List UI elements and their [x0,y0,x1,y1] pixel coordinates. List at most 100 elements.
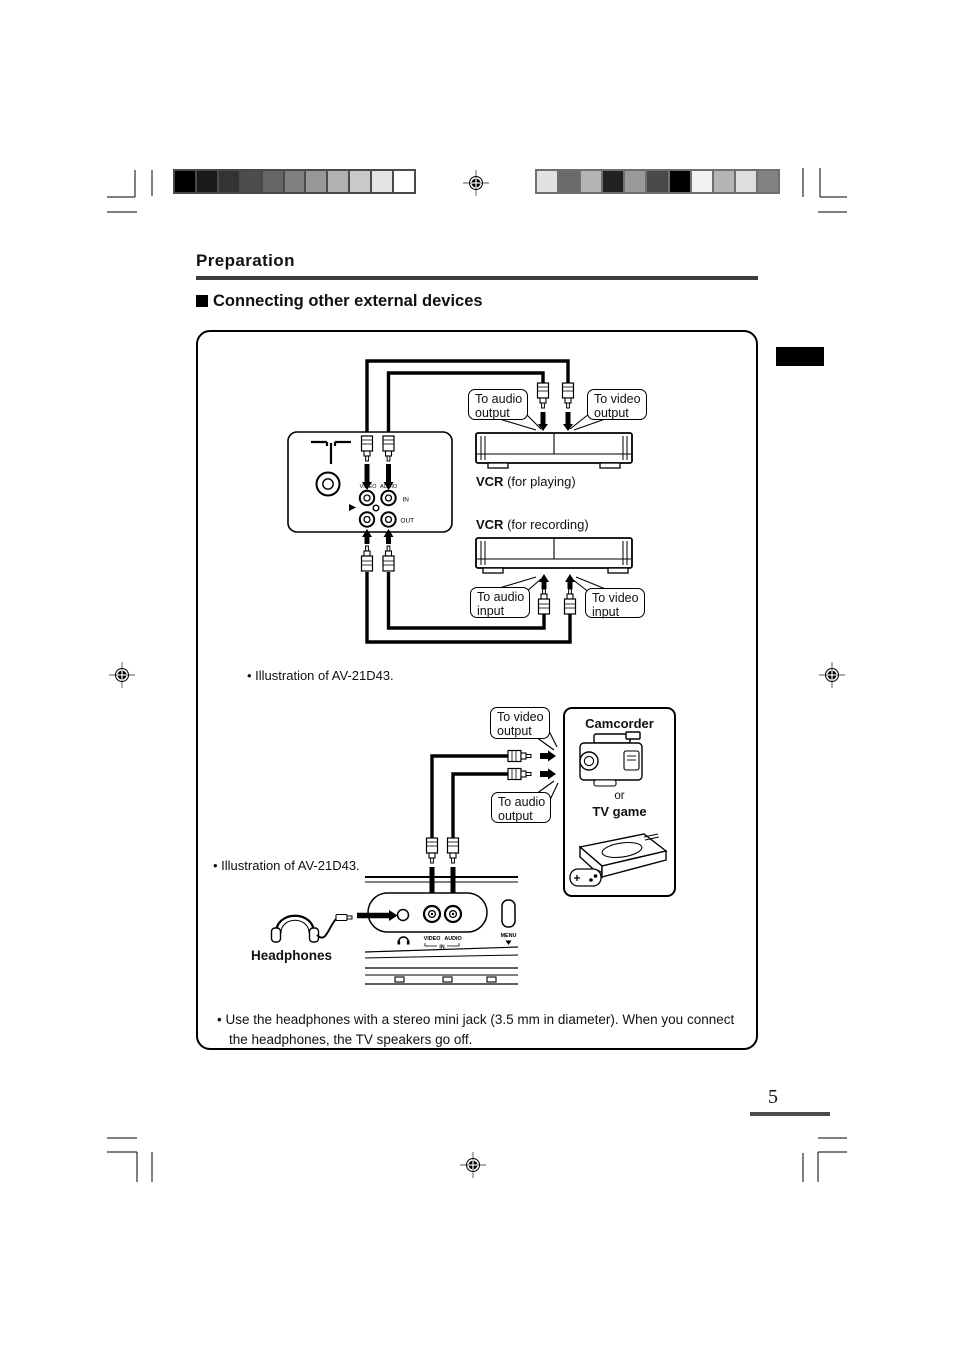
page-number: 5 [768,1086,778,1108]
down-arrows-tv-in [362,464,394,490]
callout-line: output [594,406,629,420]
vcr-recording-label: VCR (for recording) [476,517,589,532]
callout-line: output [497,724,532,738]
antenna-connector-inner [322,478,334,490]
callout-line: To video [594,392,641,406]
camcorder-tvgame-box [563,707,676,897]
vcr-playing-label: VCR (for playing) [476,474,576,489]
front-panel-in-label: IN [439,945,444,951]
calibration-swatch [394,171,414,192]
calibration-swatch [537,171,558,192]
up-arrows-tv-out [362,529,394,544]
footnote: • Use the headphones with a stereo mini … [217,1012,735,1047]
calibration-swatch [691,171,712,192]
calibration-swatch [625,171,646,192]
rca-plugs-tv-out [360,545,395,572]
rca-plugs-vcr-playing [536,382,575,409]
panel-arrow-icon [349,504,356,511]
calibration-swatch [647,171,668,192]
calibration-bar-left [173,169,416,194]
diagram-panel-border [196,330,758,1050]
antenna-connector-icon [315,471,341,497]
vcr-playing-bold: VCR [476,474,504,489]
vcr-playing-illustration [475,432,633,469]
callout-to-video-input: To video input [585,588,645,619]
back-panel-jacks [358,489,397,528]
vcr-recording-bold: VCR [476,517,504,532]
camcorder-label: Camcorder [585,716,654,731]
calibration-swatch [757,171,779,192]
illustration-note-1: • Illustration of AV-21D43. [247,668,394,683]
calibration-swatch [713,171,734,192]
headphone-arrow [357,910,398,921]
callout-to-audio-input: To audio input [470,587,530,618]
tv-front-panel: VIDEO AUDIO IN MENU [364,876,519,985]
section-index-tab [776,347,824,366]
rca-plugs-vcr-recording [537,588,577,615]
callout-to-audio-output-2: To audio output [491,792,551,823]
calibration-swatch [284,171,305,192]
page-number-bar [750,1112,830,1116]
section-underline [196,276,758,280]
calibration-swatch [669,171,690,192]
callout-to-video-output: To video output [587,389,647,420]
menu-arrow-icon [505,940,512,945]
callout-line: To audio [475,392,523,406]
front-panel-jacks [422,904,463,924]
vcr-recording-cables [365,572,572,644]
page-title: Connecting other external devices [196,292,483,311]
crop-marks [107,168,847,1182]
callout-line: output [498,809,533,823]
section-header: Preparation [196,251,295,270]
front-panel-audio-label: AUDIO [444,936,461,942]
rca-plugs-camcorder [507,749,532,781]
callout-line: output [475,406,510,420]
panel-dot [372,504,380,512]
page-title-text: Connecting other external devices [213,292,483,310]
calibration-swatch [581,171,602,192]
back-panel-in-label: IN [403,497,410,504]
callout-line: input [592,605,620,619]
right-arrows-camcorder [540,750,556,780]
calibration-swatch [328,171,349,192]
tv-game-label: TV game [592,804,647,819]
front-panel-video-label: VIDEO [424,936,441,942]
callout-line: To video [497,710,544,724]
down-arrows-vcr-playing [538,412,573,431]
callout-to-video-output-2: To video output [490,707,550,739]
rca-plugs-front-panel [425,837,460,864]
illustration-note-2: • Illustration of AV-21D43. [213,858,360,873]
calibration-swatch [350,171,371,192]
calibration-swatch [196,171,217,192]
vcr-recording-rest: (for recording) [503,517,589,532]
calibration-swatch [735,171,756,192]
callout-line: To audio [477,590,525,604]
antenna-icon [311,440,351,464]
headphone-jack [396,908,410,922]
registration-marks [109,170,845,1178]
headphone-icon [397,936,410,945]
vcr-recording-illustration [475,537,633,574]
calibration-swatch [175,171,195,192]
front-panel-lines [364,946,519,985]
calibration-swatch [603,171,624,192]
callout-to-audio-output: To audio output [468,389,528,420]
callout-line: input [477,604,505,618]
headphones-icon [270,913,353,943]
calibration-swatch [218,171,239,192]
title-square-icon [196,295,208,307]
calibration-swatch [559,171,580,192]
menu-label: MENU [501,933,517,939]
callout-tails [495,413,609,803]
in-bracket [424,943,460,947]
menu-button [501,899,516,928]
calibration-swatch [372,171,393,192]
headphones-label: Headphones [251,948,333,963]
calibration-swatch [262,171,283,192]
up-arrows-vcr-recording [539,574,575,589]
or-label: or [614,790,625,802]
camcorder-cables [430,754,510,838]
callout-line: To video [592,591,639,605]
